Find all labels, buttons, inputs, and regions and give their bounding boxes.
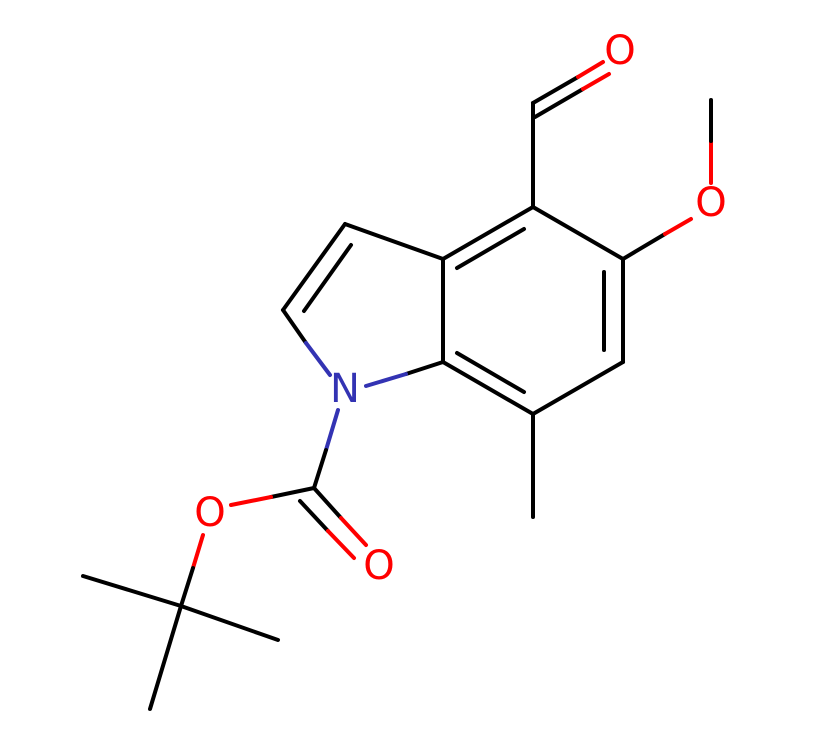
bond-tbu-methyl-1 (81, 574, 183, 608)
bond-c7a-n-n (364, 372, 408, 388)
bond-c2-n-c (281, 308, 308, 345)
bond-cboc-o-inner-o (326, 529, 356, 560)
bond-aldehyde-co-outer-o (576, 60, 605, 79)
bond-c2-n-n (304, 341, 332, 377)
atom-label-o-aldehyde: O (604, 28, 635, 74)
bond-c3-c2 (281, 222, 347, 312)
atom-labels-group: O O N O O (194, 28, 726, 589)
bond-c5-ome-c (621, 232, 667, 261)
bond-aldehyde-co-outer-c (531, 75, 580, 105)
bond-c3-c2-inner (302, 243, 353, 313)
bond-cboc-o-o (339, 516, 368, 547)
bond-oester-cq-o (191, 533, 205, 570)
atom-label-o-carbonyl: O (363, 543, 394, 589)
bond-c6-c7 (531, 360, 625, 416)
bonds-group (81, 60, 713, 711)
bond-oester-cq-c (179, 566, 195, 608)
atom-label-n-indole: N (330, 366, 360, 412)
bond-c7-c7a (441, 360, 535, 416)
bond-c7a-n-c (404, 360, 445, 376)
bond-cboc-o-inner-c (298, 499, 330, 533)
bond-tbu-methyl-2 (179, 604, 280, 642)
bond-aldehyde-co-inner-o (581, 72, 611, 91)
atom-label-o-ester: O (194, 490, 225, 536)
bond-cboc-oester-c (269, 486, 316, 499)
bond-c4-c5 (531, 205, 625, 261)
atom-label-o-methoxy: O (695, 180, 726, 226)
bond-n-cboc-c (312, 448, 328, 490)
bond-c7-c7a-inner (455, 351, 526, 394)
bond-n-cboc-n (324, 408, 340, 452)
bond-c3a-c4 (441, 205, 535, 261)
bond-c5-ome-o (663, 217, 693, 236)
bond-c3a-c3 (343, 222, 445, 261)
bond-cboc-o-c (312, 486, 343, 520)
bond-c3a-c4-inner (455, 227, 526, 270)
bond-tbu-methyl-3 (148, 604, 183, 711)
bond-cboc-oester-o (229, 495, 273, 507)
bond-aldehyde-co-inner-c (533, 87, 585, 119)
